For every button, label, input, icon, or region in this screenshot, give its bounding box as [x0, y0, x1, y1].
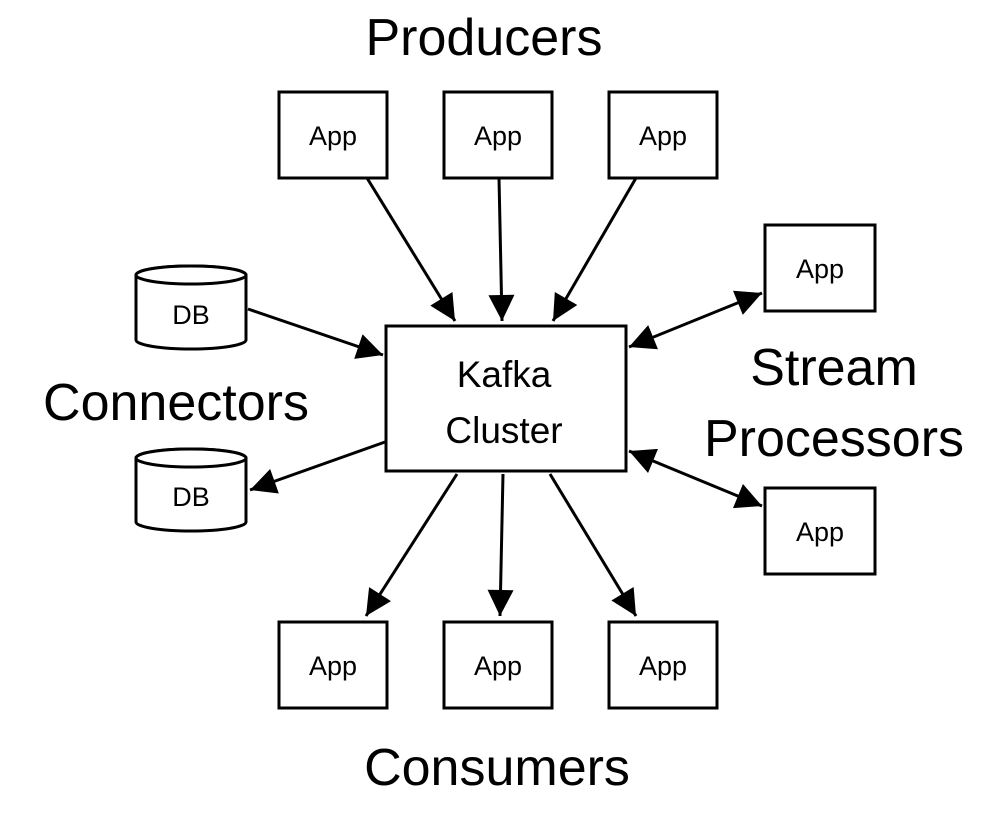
kafka-cluster-label-line1: Kafka: [457, 354, 552, 395]
consumer-node: App: [607, 620, 719, 710]
edge-connector-db-2: [249, 440, 386, 494]
producer-node: App: [607, 90, 719, 180]
connector-db-label: DB: [172, 300, 210, 330]
stream-processor-node: App: [763, 486, 877, 576]
consumer-label: App: [639, 651, 687, 681]
stream-processors-label-line2: Processors: [704, 410, 964, 468]
consumer-label: App: [309, 651, 357, 681]
producer-node: App: [442, 90, 554, 180]
edge-consumer-3: [548, 473, 638, 617]
edges: [247, 177, 763, 617]
consumer-node: App: [277, 620, 389, 710]
connector-db-node: DB: [134, 264, 248, 351]
consumer-label: App: [474, 651, 522, 681]
producer-label: App: [639, 121, 687, 151]
producers-label: Producers: [366, 9, 603, 67]
consumers-label: Consumers: [364, 739, 630, 797]
producer-node: App: [277, 90, 389, 180]
edge-consumer-2: [487, 473, 514, 617]
edge-producer-3: [551, 177, 638, 322]
kafka-cluster-node: Kafka Cluster: [384, 324, 628, 473]
stream-processor-label: App: [796, 254, 844, 284]
consumer-node: App: [442, 620, 554, 710]
producer-label: App: [474, 121, 522, 151]
edge-producer-1: [365, 177, 457, 322]
connector-db-node: DB: [134, 447, 248, 533]
edge-consumer-1: [364, 473, 459, 617]
edge-stream-processor-2: [628, 448, 763, 509]
edge-producer-2: [488, 177, 515, 322]
edge-connector-db-1: [247, 307, 384, 359]
producer-label: App: [309, 121, 357, 151]
stream-processor-label: App: [796, 517, 844, 547]
kafka-cluster-label-line2: Cluster: [445, 410, 562, 451]
edge-stream-processor-1: [628, 290, 763, 350]
stream-processor-node: App: [763, 223, 877, 313]
connectors-label: Connectors: [43, 374, 309, 432]
connector-db-label: DB: [172, 482, 210, 512]
stream-processors-label-line1: Stream: [750, 339, 918, 397]
